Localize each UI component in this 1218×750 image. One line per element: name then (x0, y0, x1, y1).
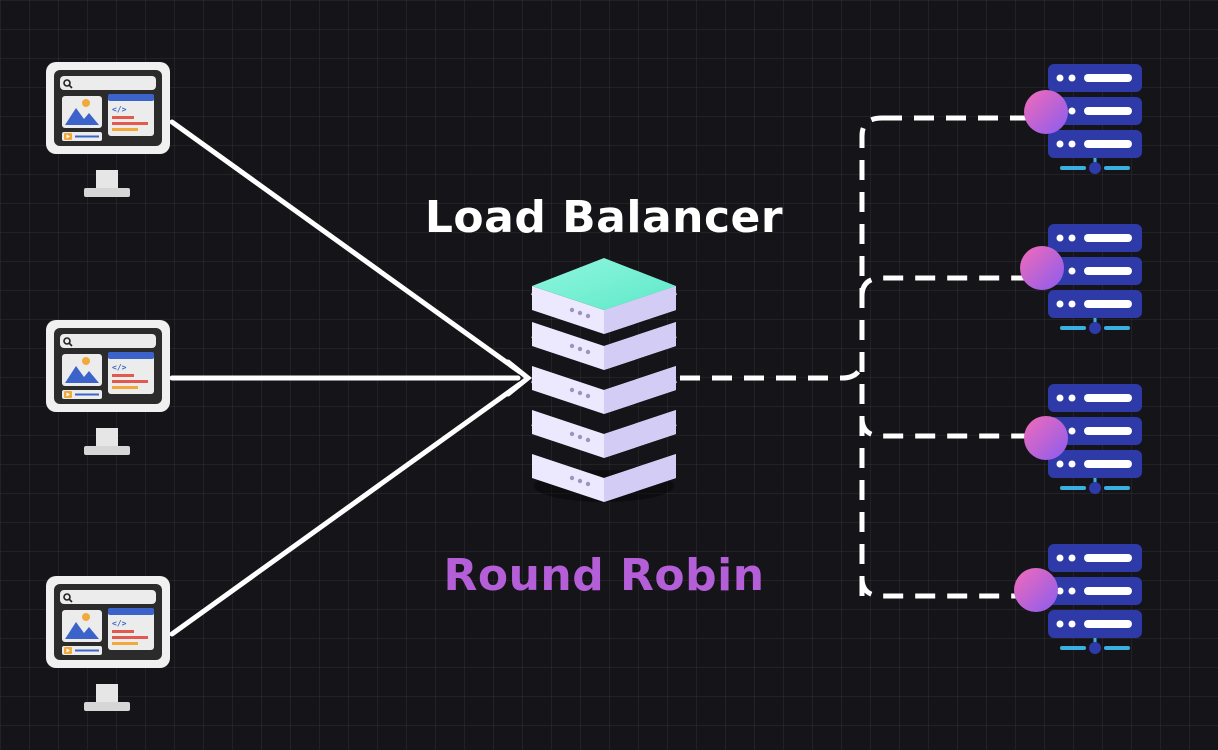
server-node-3 (1024, 416, 1068, 460)
connector-client-3 (169, 381, 523, 637)
branch-connector-3 (859, 417, 1040, 439)
load-balancer-icon (531, 258, 677, 502)
server-node-4 (1014, 568, 1058, 612)
algorithm-label: Round Robin (0, 550, 1218, 601)
server-connectors (680, 115, 1040, 599)
vertical-bus (859, 115, 883, 596)
client-monitor-2 (45, 319, 171, 456)
diagram-title-text: Load Balancer (424, 192, 784, 243)
branch-connector-2 (859, 275, 1040, 297)
client-monitor-1 (45, 61, 171, 198)
trunk-connector (680, 357, 865, 381)
client-connectors (169, 119, 533, 637)
diagram-title: Load Balancer (0, 192, 1218, 243)
algorithm-label-text: Round Robin (443, 550, 765, 601)
connector-client-1 (169, 119, 523, 375)
server-node-2 (1020, 246, 1064, 290)
arrowhead (505, 359, 533, 397)
server-node-1 (1024, 90, 1068, 134)
branch-connector-4 (859, 577, 1036, 599)
